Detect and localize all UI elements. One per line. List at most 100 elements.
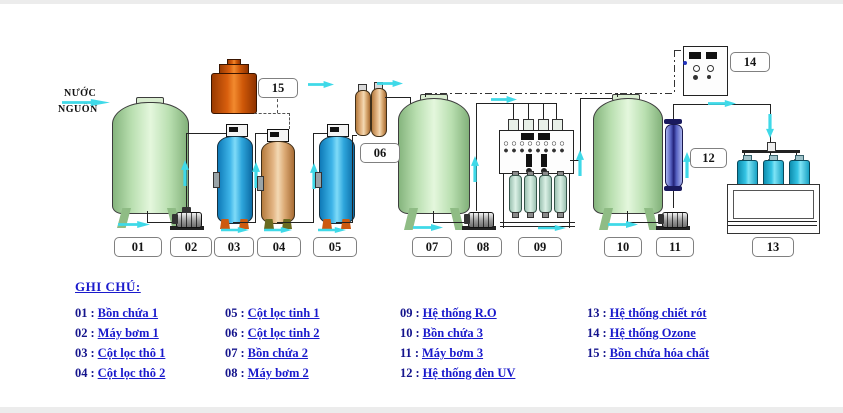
ro-membrane-cap: [542, 212, 549, 218]
ro-membrane: [539, 175, 552, 213]
pipe: [580, 98, 612, 99]
flow-arrow: [766, 114, 774, 138]
flow-arrow: [608, 221, 638, 228]
flow-arrow: [118, 221, 150, 228]
ro-membrane-cap: [557, 212, 564, 218]
ro-indicator-lights-row: [503, 141, 567, 146]
pipe: [186, 133, 227, 134]
pump-02: [176, 212, 202, 228]
pump-11: [662, 212, 688, 228]
ozone-display: [706, 52, 717, 59]
pipe: [513, 103, 514, 120]
column-03-leg: [239, 219, 249, 229]
pipe: [352, 135, 353, 223]
pipe: [410, 97, 411, 104]
label-box-03: 03: [214, 237, 254, 257]
ro-cartridge: [526, 154, 532, 167]
source-water-label-line1: NƯỚC: [64, 88, 97, 99]
pipe: [476, 103, 556, 104]
pump-02-head: [172, 214, 178, 224]
ozone-line: [425, 93, 674, 94]
chemical-dashed-line: [277, 99, 278, 113]
pump-08: [468, 212, 494, 228]
flow-arrow: [264, 227, 292, 233]
flow-arrow: [62, 99, 110, 106]
column-04-leg: [264, 219, 274, 229]
legend-entry: 11:Máy bơm 3: [400, 346, 484, 360]
flow-arrow: [576, 150, 584, 176]
chemical-dashed-line: [254, 113, 290, 114]
legend-entry: 06:Cột lọc tinh 2: [225, 326, 320, 340]
ro-membrane: [524, 175, 537, 213]
label-box-08: 08: [464, 237, 502, 257]
pipe: [627, 222, 660, 223]
legend-entry: 08:Máy bơm 2: [225, 366, 309, 380]
uv-lamp-12: [665, 124, 683, 188]
label-box-05: 05: [313, 237, 357, 257]
legend-entry: 05:Cột lọc tinh 1: [225, 306, 320, 320]
pipe: [476, 103, 477, 211]
cartridge-filter-06-a: [355, 90, 371, 136]
pipe: [433, 211, 434, 223]
flow-arrow: [318, 227, 346, 233]
flow-arrow: [683, 152, 691, 178]
pump-08-head: [464, 214, 470, 224]
filler-manifold-fitting: [767, 142, 776, 152]
legend-entry: 10:Bồn chứa 3: [400, 326, 483, 340]
label-box-11: 11: [656, 237, 694, 257]
filling-table-rail: [728, 221, 817, 222]
pipe: [336, 222, 353, 223]
label-box-04: 04: [257, 237, 301, 257]
ozone-knob: [707, 75, 711, 79]
ro-indicator-lights-row: [503, 148, 567, 153]
legend-entry: 09:Hệ thống R.O: [400, 306, 497, 320]
ro-membrane: [554, 175, 567, 213]
column-04-flange: [257, 176, 264, 191]
ro-frame: [503, 131, 504, 228]
pipe: [277, 222, 314, 223]
filling-table-rail: [728, 225, 817, 226]
filter-column-04: [261, 141, 295, 224]
ro-membrane-cap: [512, 212, 519, 218]
flow-arrow: [181, 160, 189, 186]
ro-membrane-cap: [527, 212, 534, 218]
ozone-knob: [693, 75, 698, 80]
bottom-edge-strip: [0, 407, 843, 413]
ozone-line: [674, 50, 684, 51]
legend-entry: 12:Hệ thống đèn UV: [400, 366, 516, 380]
ro-membrane: [509, 175, 522, 213]
ro-display: [538, 133, 550, 140]
column-05-flange: [315, 172, 322, 188]
ozone-power-light: [683, 61, 687, 65]
legend-entry: 07:Bồn chứa 2: [225, 346, 308, 360]
flow-arrow: [708, 100, 736, 107]
pipe: [255, 133, 270, 134]
ozone-knob: [707, 65, 714, 72]
column-05-leg: [341, 219, 351, 229]
uv-flange: [664, 119, 682, 124]
legend-entry: 04:Cột lọc thô 2: [75, 366, 166, 380]
pipe: [147, 222, 175, 223]
ozone-line: [674, 50, 675, 93]
label-box-01: 01: [114, 237, 162, 257]
filter-column-05: [319, 136, 355, 224]
legend-entry: 13:Hệ thống chiết rót: [587, 306, 707, 320]
pump-11-head: [658, 214, 664, 224]
ozone-knob: [693, 65, 700, 72]
flow-arrow: [308, 81, 334, 88]
label-box-06: 06: [360, 143, 400, 163]
pump-02-base: [170, 226, 204, 230]
flow-arrow: [221, 227, 249, 233]
pump-08-base: [462, 226, 496, 230]
pipe: [147, 211, 148, 223]
pipe: [570, 160, 580, 161]
label-box-10: 10: [604, 237, 642, 257]
ro-frame: [569, 131, 570, 228]
label-box-07: 07: [412, 237, 452, 257]
ozone-display: [689, 52, 701, 59]
flow-arrow: [538, 225, 566, 231]
flow-arrow: [471, 156, 479, 182]
legend-entry: 14:Hệ thống Ozone: [587, 326, 696, 340]
ozone-line-drop: [425, 93, 426, 97]
